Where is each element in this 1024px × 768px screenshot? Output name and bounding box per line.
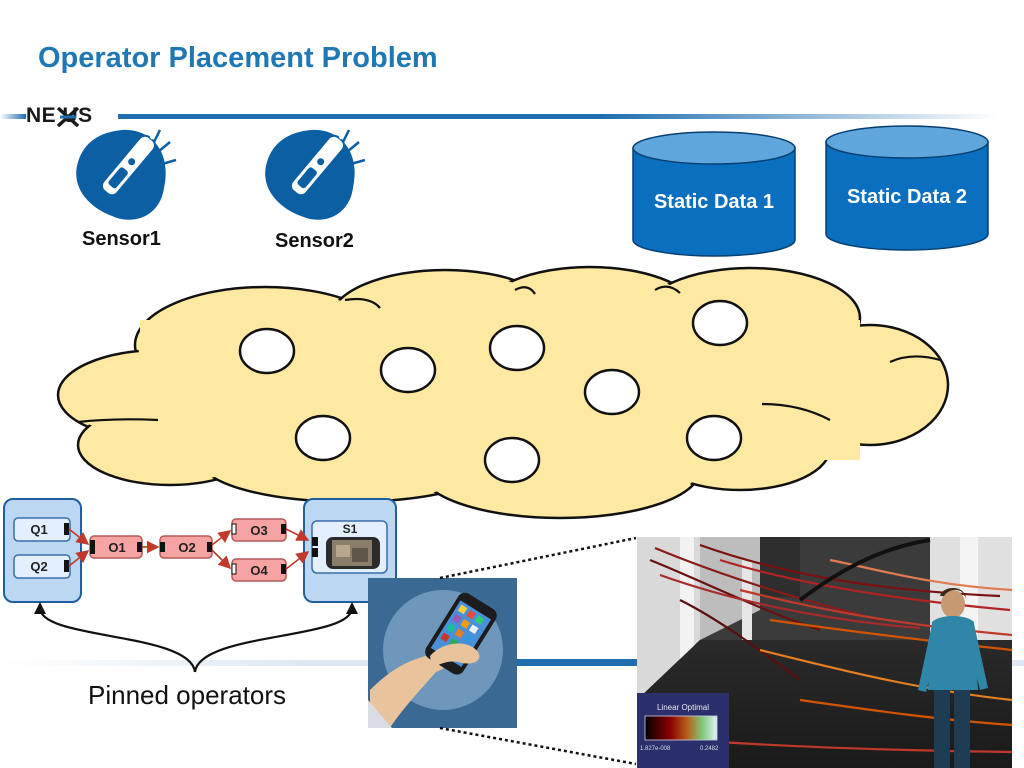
cloud-fold (761, 402, 831, 421)
pinned-brace (38, 607, 354, 673)
sensor1-label: Sensor1 (82, 228, 161, 250)
pinned-operators-label: Pinned operators (88, 680, 287, 710)
header-rule-left (0, 114, 26, 119)
s1-label: S1 (342, 522, 358, 536)
sensor2-label: Sensor2 (275, 230, 354, 252)
edge-q1-o1 (68, 528, 90, 545)
o2-label: O2 (178, 540, 196, 555)
avatar-figure (918, 588, 988, 768)
network-node (488, 324, 546, 372)
legend-title: Linear Optimal (656, 703, 710, 712)
network-node (691, 299, 749, 347)
static-data-1-cylinder (632, 131, 796, 257)
legend-max-label: 0.2482 (700, 746, 719, 752)
legend-min-label: 1.827e-008 (640, 746, 671, 752)
network-node (583, 368, 641, 416)
legend-colorbar (644, 715, 718, 741)
network-node (379, 346, 437, 394)
cloud-fold (654, 285, 681, 294)
arrowhead-icon (34, 602, 46, 614)
static-data-1-label: Static Data 1 (653, 191, 775, 213)
edge-o3-s1 (285, 528, 310, 541)
edge-q2-o1 (68, 550, 90, 567)
edge-o2-o4 (211, 549, 232, 570)
q2-label: Q2 (30, 559, 48, 574)
static-data-2-cylinder (825, 125, 989, 251)
q1-label: Q1 (30, 522, 48, 537)
slide-title: Operator Placement Problem (38, 42, 438, 74)
static-data-2-label: Static Data 2 (846, 186, 968, 208)
sensor1-thermometer-icon (76, 128, 177, 220)
edge-o2-o3 (211, 530, 232, 546)
cloud-fold (514, 286, 536, 295)
cloud-fold (77, 418, 159, 424)
o1-label: O1 (108, 540, 126, 555)
arrowhead-icon (346, 602, 358, 614)
footer-rule-accent (517, 659, 637, 666)
network-node (238, 327, 296, 375)
hand-holding-phone-icon (368, 592, 497, 728)
header-rule (118, 114, 998, 119)
cloud-fold (344, 297, 381, 309)
q2-box (13, 554, 71, 579)
network-node (483, 436, 541, 484)
sensor2-thermometer-icon (265, 128, 366, 220)
o3-label: O3 (250, 523, 268, 538)
network-node (685, 414, 743, 462)
network-node (294, 414, 352, 462)
o4-label: O4 (250, 563, 268, 578)
cloud-fold (889, 355, 941, 364)
edge-o4-s1 (285, 551, 310, 570)
